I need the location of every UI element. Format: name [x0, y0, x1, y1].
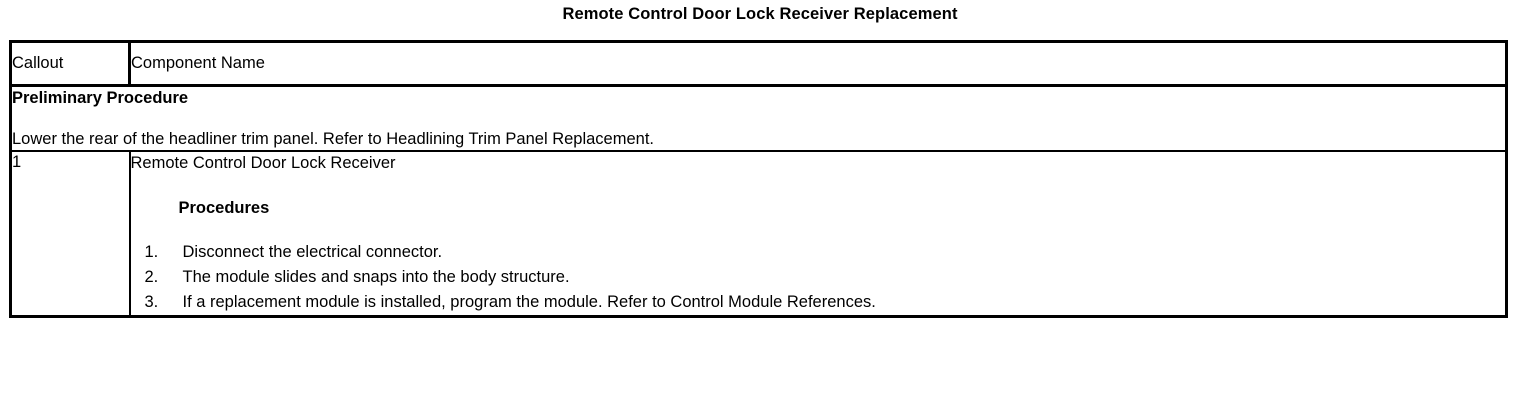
step-text: If a replacement module is installed, pr…: [182, 293, 876, 311]
preliminary-procedure-text: Lower the rear of the headliner trim pan…: [12, 130, 655, 148]
step-number: 2.: [144, 268, 159, 286]
callout-number: 1: [12, 153, 22, 171]
preliminary-procedure-cell: Preliminary Procedure Lower the rear of …: [12, 85, 1505, 152]
spacer: [131, 220, 1506, 240]
procedure-step-list: 1. Disconnect the electrical connector. …: [131, 240, 1506, 315]
column-header-component-name: Component Name: [129, 43, 1505, 87]
step-text: The module slides and snaps into the bod…: [182, 268, 570, 286]
table-header-row: Callout Component Name: [12, 43, 1505, 87]
list-item: 2. The module slides and snaps into the …: [131, 265, 1506, 290]
spacer: [131, 175, 1506, 197]
procedure-table: Callout Component Name Preliminary Proce…: [12, 43, 1505, 315]
step-number: 3.: [144, 293, 159, 311]
step-number: 1.: [144, 243, 159, 261]
table-header: Callout Component Name: [12, 43, 1505, 87]
preliminary-procedure-heading: Preliminary Procedure: [12, 89, 189, 107]
component-name: Remote Control Door Lock Receiver: [130, 154, 396, 172]
procedure-table-container: Callout Component Name Preliminary Proce…: [9, 40, 1508, 318]
callout-number-cell: 1: [12, 151, 131, 315]
table-row: 1 Remote Control Door Lock Receiver Proc…: [12, 151, 1505, 315]
page-title: Remote Control Door Lock Receiver Replac…: [562, 5, 958, 23]
column-header-callout: Callout: [12, 43, 131, 87]
step-text: Disconnect the electrical connector.: [182, 243, 443, 261]
procedures-sub-heading: Procedures: [178, 199, 270, 217]
list-item: 3. If a replacement module is installed,…: [131, 290, 1506, 315]
component-detail-cell: Remote Control Door Lock Receiver Proced…: [130, 151, 1506, 315]
table-body: Preliminary Procedure Lower the rear of …: [12, 85, 1505, 315]
spacer: [12, 110, 1505, 128]
preliminary-procedure-row: Preliminary Procedure Lower the rear of …: [12, 85, 1505, 152]
list-item: 1. Disconnect the electrical connector.: [131, 240, 1506, 265]
